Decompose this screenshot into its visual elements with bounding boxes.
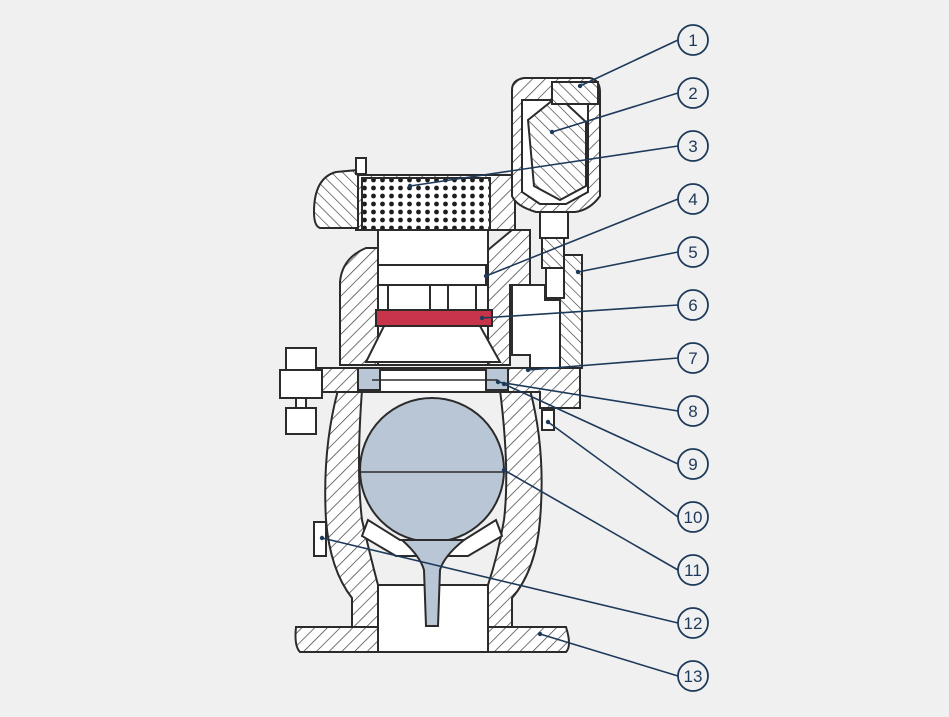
top-screw (355, 157, 367, 175)
callout-label-9: 9 (688, 455, 697, 474)
callout-leader-5 (577, 251, 679, 273)
callout-anchor-5 (575, 269, 581, 275)
callout-label-13: 13 (684, 667, 703, 686)
callout-leader-6 (481, 304, 679, 319)
lower-body-right-wall (487, 389, 543, 628)
float-ball (359, 397, 505, 543)
small-float-stem (539, 211, 569, 239)
callout-leader-12 (321, 537, 679, 624)
callout-leader-9 (503, 383, 679, 465)
callout-circle-11 (677, 554, 709, 586)
callout-circle-3 (677, 130, 709, 162)
callout-leader-7 (527, 357, 679, 371)
seat-left (357, 367, 381, 391)
callout-label-7: 7 (688, 349, 697, 368)
callout-label-4: 4 (688, 190, 697, 209)
callout-anchor-2 (549, 129, 555, 135)
callout-label-12: 12 (684, 614, 703, 633)
callout-leader-11 (503, 469, 679, 571)
callout-leader-3 (409, 145, 679, 187)
seat-right (485, 367, 509, 391)
flange-bolt-washer (279, 369, 323, 399)
bottom-flange (294, 626, 379, 653)
valve-body (279, 77, 601, 653)
flange-bolt-shank (295, 397, 307, 409)
callout-label-6: 6 (688, 296, 697, 315)
callout-circle-13 (677, 660, 709, 692)
vent-hood (312, 168, 359, 229)
callout-label-1: 1 (688, 31, 697, 50)
callout-leader-10 (547, 421, 679, 518)
callout-anchor-11 (501, 467, 507, 473)
callout-anchor-1 (577, 83, 583, 89)
disc-holder (387, 284, 477, 311)
callout-label-8: 8 (688, 402, 697, 421)
disc-guide (377, 264, 487, 286)
callout-label-3: 3 (688, 137, 697, 156)
callout-anchor-7 (525, 367, 531, 373)
callout-leader-4 (485, 198, 679, 277)
strainer-screen (361, 177, 491, 231)
callout-circle-12 (677, 607, 709, 639)
callout-leader-8 (497, 381, 679, 412)
callout-label-2: 2 (688, 84, 697, 103)
callout-anchor-12 (319, 535, 325, 541)
callout-circle-7 (677, 342, 709, 374)
callout-anchor-6 (479, 315, 485, 321)
callout-label-5: 5 (688, 243, 697, 262)
callout-label-11: 11 (684, 561, 702, 580)
nozzle-body (545, 267, 565, 299)
sealing-disc (375, 309, 493, 327)
callout-circle-8 (677, 395, 709, 427)
callout-leader-1 (579, 39, 679, 87)
callout-circle-2 (677, 77, 709, 109)
bottom-flange-right (487, 626, 570, 653)
callout-anchor-13 (537, 631, 543, 637)
callout-circle-6 (677, 289, 709, 321)
cap (551, 81, 599, 105)
disc-cone (364, 325, 502, 363)
callout-leader-2 (551, 92, 679, 133)
callout-circle-1 (677, 24, 709, 56)
callout-anchor-4 (483, 273, 489, 279)
callout-anchor-9 (501, 381, 507, 387)
seat-ring (379, 369, 487, 393)
callout-anchor-3 (407, 183, 413, 189)
callout-circle-9 (677, 448, 709, 480)
flange-bolt-nut (285, 347, 317, 371)
flange-bolt-head (285, 407, 317, 435)
ball-tail (399, 539, 467, 627)
callout-circle-4 (677, 183, 709, 215)
callout-circle-10 (677, 501, 709, 533)
callout-anchor-10 (545, 419, 551, 425)
callout-leader-13 (539, 633, 679, 677)
callout-anchor-8 (495, 379, 501, 385)
callout-label-10: 10 (684, 508, 703, 527)
lower-body-left-wall (324, 389, 379, 628)
callout-circle-5 (677, 236, 709, 268)
